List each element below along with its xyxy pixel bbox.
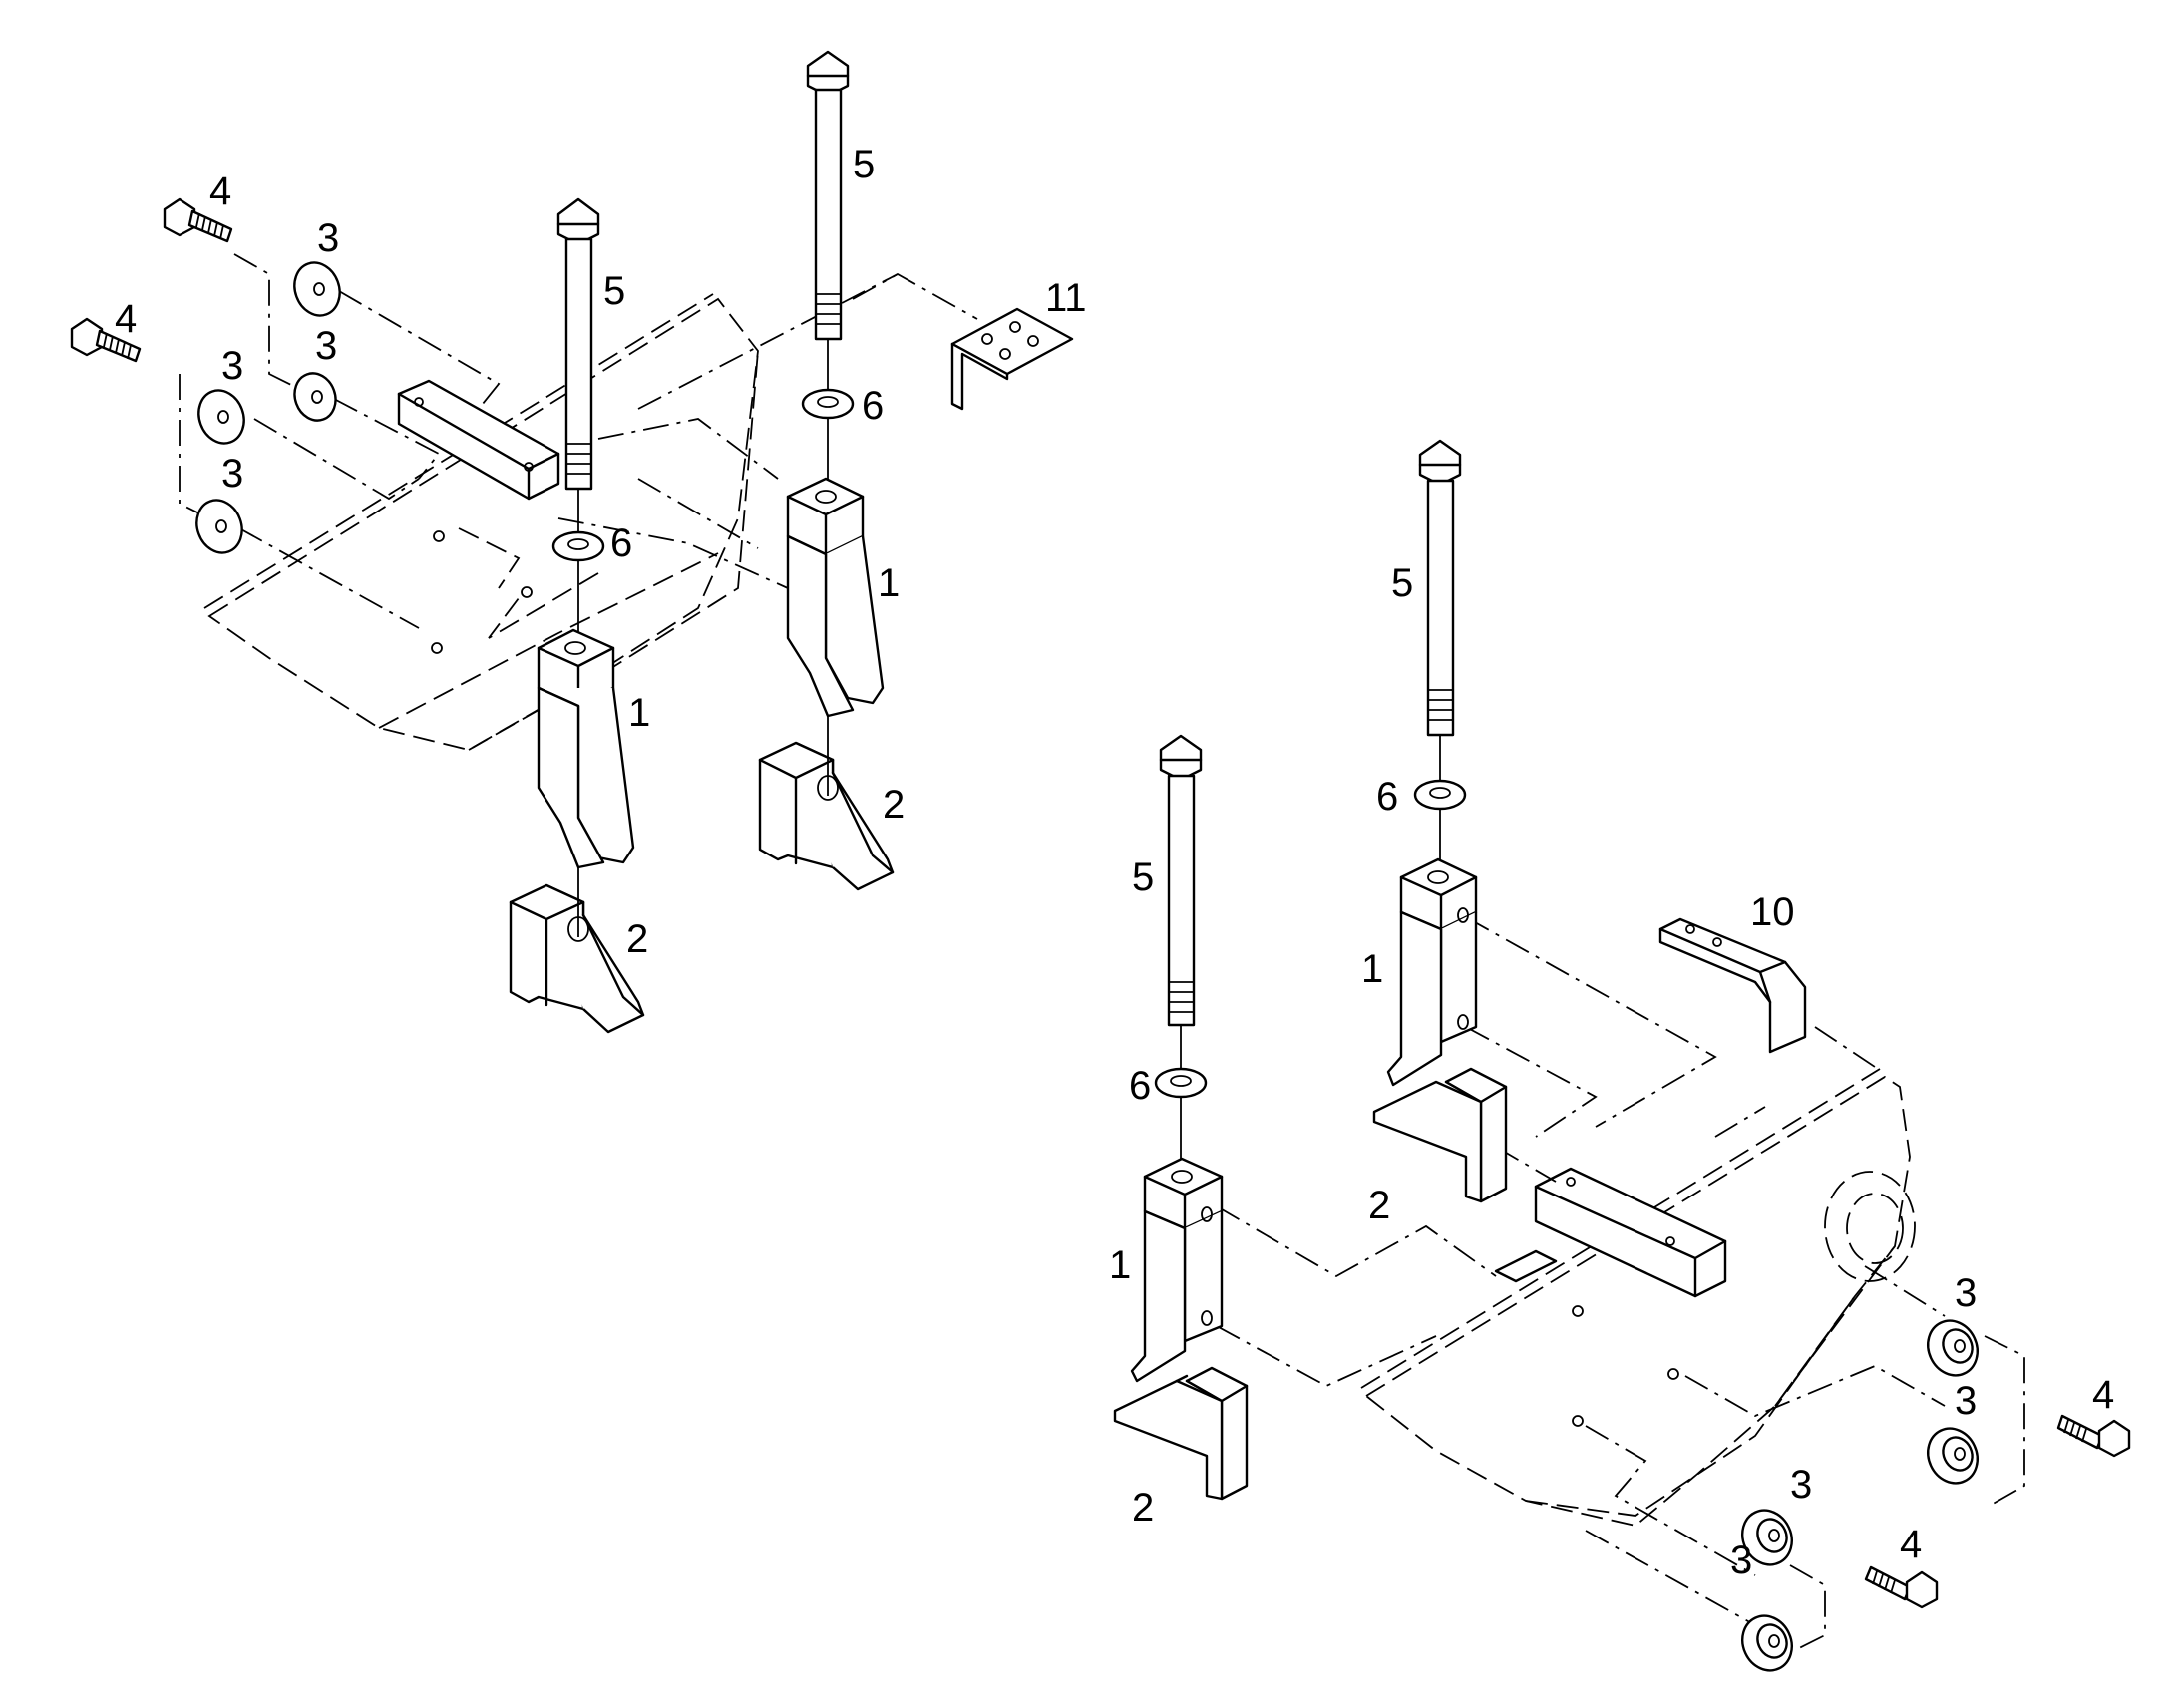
- left-rod-b-label: 5: [853, 143, 875, 186]
- left-washer-c: [197, 389, 245, 445]
- left-washer-a: [293, 261, 341, 317]
- right-shank-b-label: 1: [1361, 947, 1383, 991]
- left-bracket: [950, 307, 1074, 411]
- left-rod-a: [556, 197, 600, 538]
- right-assembly: [1113, 439, 2131, 1672]
- left-nut-a-label: 6: [610, 521, 632, 565]
- left-bracket-label: 11: [1045, 276, 1087, 320]
- left-nut-b-label: 6: [862, 384, 884, 428]
- right-block-a: [1113, 1366, 1249, 1501]
- right-block-b-label: 2: [1368, 1184, 1390, 1227]
- right-washer-b-label: 3: [1955, 1379, 1977, 1423]
- right-washer-b: [1927, 1427, 1979, 1485]
- left-bolt-a-label: 4: [209, 170, 231, 213]
- left-washer-b: [293, 372, 337, 422]
- left-shank-a: [537, 628, 635, 892]
- left-rod-a-label: 5: [603, 269, 625, 313]
- left-shank-b: [786, 477, 885, 758]
- right-nut-b: [1413, 779, 1467, 867]
- left-block-b-label: 2: [883, 783, 905, 827]
- right-bolt-a: [2056, 1414, 2131, 1458]
- right-washer-d: [1741, 1614, 1793, 1672]
- right-shank-a: [1130, 1157, 1224, 1383]
- right-nut-a: [1154, 1067, 1208, 1167]
- left-washer-d: [195, 499, 243, 554]
- left-rod-b: [806, 50, 850, 389]
- right-rod-a-label: 5: [1132, 855, 1154, 899]
- left-washer-c-label: 3: [221, 344, 243, 388]
- right-washer-c: [1741, 1509, 1793, 1566]
- right-rod-b: [1418, 439, 1462, 783]
- left-block-b: [758, 741, 895, 891]
- right-rod-a: [1159, 734, 1203, 1072]
- right-nut-a-label: 6: [1129, 1064, 1151, 1108]
- right-bolt-a-label: 4: [2092, 1373, 2114, 1417]
- right-bolt-b: [1864, 1565, 1939, 1609]
- right-rod-b-label: 5: [1391, 561, 1413, 605]
- left-shank-a-label: 1: [628, 691, 650, 735]
- left-bolt-a: [163, 197, 233, 243]
- right-washer-d-label: 3: [1730, 1538, 1752, 1582]
- right-washer-a-label: 3: [1955, 1271, 1977, 1315]
- left-assembly: [70, 50, 1074, 1034]
- left-shank-b-label: 1: [878, 561, 900, 605]
- right-guide-lines: [1216, 916, 2025, 1651]
- left-nut-b: [801, 388, 855, 489]
- left-phantom-frame: [203, 293, 759, 751]
- right-bolt-b-label: 4: [1900, 1523, 1922, 1566]
- right-washer-a: [1927, 1319, 1979, 1377]
- left-block-a: [509, 883, 645, 1034]
- right-bracket-label: 10: [1750, 890, 1795, 934]
- left-washer-a-label: 3: [317, 216, 339, 260]
- right-mount-bar: [1494, 1167, 1727, 1298]
- left-washer-d-label: 3: [221, 452, 243, 496]
- left-bolt-b-label: 4: [115, 297, 137, 341]
- right-washer-c-label: 3: [1790, 1463, 1812, 1507]
- left-nut-a: [551, 530, 605, 636]
- left-washer-b-label: 3: [315, 324, 337, 368]
- right-block-a-label: 2: [1132, 1486, 1154, 1530]
- callout-labels: 4 3 3 4 3 3 5 5 6 6 1 1 2 2 11 5 5 6 6 1…: [115, 143, 2114, 1582]
- right-block-b: [1372, 1067, 1508, 1203]
- left-mount-plate: [397, 379, 560, 501]
- left-block-a-label: 2: [626, 917, 648, 961]
- left-bolt-b: [70, 317, 142, 363]
- right-shank-a-label: 1: [1109, 1243, 1131, 1287]
- right-bracket: [1658, 917, 1807, 1054]
- right-shank-b: [1386, 857, 1478, 1087]
- right-nut-b-label: 6: [1376, 775, 1398, 819]
